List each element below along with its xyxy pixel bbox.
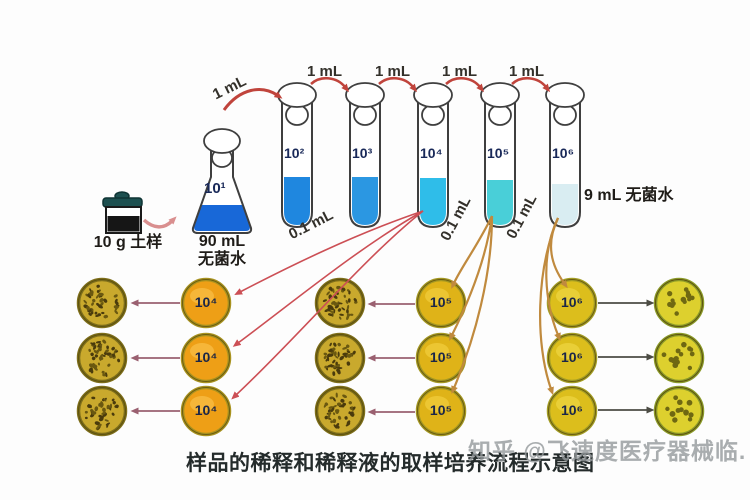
petri-dish-labeled	[546, 385, 598, 437]
flask-dilution-label: 10¹	[204, 180, 226, 197]
tube-dilution-label: 10³	[352, 145, 373, 161]
test-tube	[277, 82, 317, 229]
tube-dilution-label: 10²	[284, 145, 305, 161]
transfer-arrow	[232, 210, 424, 347]
test-tube	[413, 82, 453, 229]
transfer-arrow	[451, 215, 494, 394]
tube-dilution-label: 10⁵	[487, 145, 510, 161]
petri-dish-label: 10⁵	[429, 349, 453, 365]
petri-dish-label: 10⁴	[194, 294, 218, 310]
transfer-arrow	[234, 210, 424, 295]
petri-dish-label: 10⁶	[560, 349, 584, 365]
transfer-arrow	[511, 77, 551, 93]
petri-dish-colonies	[314, 277, 366, 329]
petri-dish-labeled	[415, 385, 467, 437]
one-ml-label: 1 mL	[375, 63, 411, 80]
cotton-plug-icon	[285, 104, 309, 126]
petri-dish-colonies	[314, 332, 366, 384]
transfer-arrow	[445, 77, 485, 93]
petri-dish-labeled	[180, 277, 232, 329]
soil-sample-label: 10 g 土样	[93, 234, 163, 251]
petri-dish-colonies	[76, 332, 128, 384]
cotton-plug-icon	[421, 104, 445, 126]
one-ml-label: 1 mL	[307, 63, 343, 80]
cotton-plug-icon	[488, 104, 512, 126]
petri-dish-colonies	[76, 277, 128, 329]
petri-dish-label: 10⁵	[429, 294, 453, 310]
tube-dilution-label: 10⁶	[552, 145, 575, 161]
cotton-plug-icon	[353, 104, 377, 126]
petri-dish-labeled	[546, 332, 598, 384]
figure-caption: 样品的稀释和稀释液的取样培养流程示意图	[186, 452, 595, 475]
flask	[191, 128, 253, 234]
petri-dish-labeled	[180, 332, 232, 384]
petri-dish-labeled	[415, 332, 467, 384]
petri-dish-colonies	[653, 385, 705, 437]
transfer-arrow	[142, 216, 177, 229]
tube-dilution-label: 10⁴	[420, 145, 443, 161]
sterile-water-note: 9 mL 无菌水	[584, 187, 674, 204]
petri-dish-colonies	[653, 332, 705, 384]
watermark: 知乎 @飞速度医疗器械临.	[468, 438, 747, 464]
petri-dish-colonies	[314, 385, 366, 437]
petri-dish-label: 10⁴	[194, 349, 218, 365]
petri-dish-label: 10⁶	[560, 402, 584, 418]
cotton-plug-icon	[553, 104, 577, 126]
test-tube	[545, 82, 585, 229]
transfer-arrow	[451, 215, 493, 289]
test-tube	[345, 82, 385, 229]
test-tube	[480, 82, 520, 229]
petri-dish-colonies	[653, 277, 705, 329]
transfer-arrow	[539, 217, 560, 396]
petri-dish-labeled	[415, 277, 467, 329]
petri-dish-label: 10⁴	[194, 402, 218, 418]
petri-dish-label: 10⁵	[429, 402, 453, 418]
petri-dish-colonies	[76, 385, 128, 437]
transfer-arrow	[310, 77, 350, 93]
flask-water-label: 无菌水	[197, 251, 246, 268]
transfer-arrow	[222, 88, 283, 111]
one-ml-label: 1 mL	[442, 63, 478, 80]
soil-pot	[102, 191, 143, 234]
transfer-arrow	[231, 210, 424, 400]
one-ml-label: 1 mL	[509, 63, 545, 80]
petri-dish-labeled	[180, 385, 232, 437]
petri-dish-label: 10⁶	[560, 294, 584, 310]
transfer-arrow	[449, 215, 494, 341]
transfer-arrow	[378, 77, 418, 93]
flask-volume-label: 90 mL	[198, 233, 246, 250]
